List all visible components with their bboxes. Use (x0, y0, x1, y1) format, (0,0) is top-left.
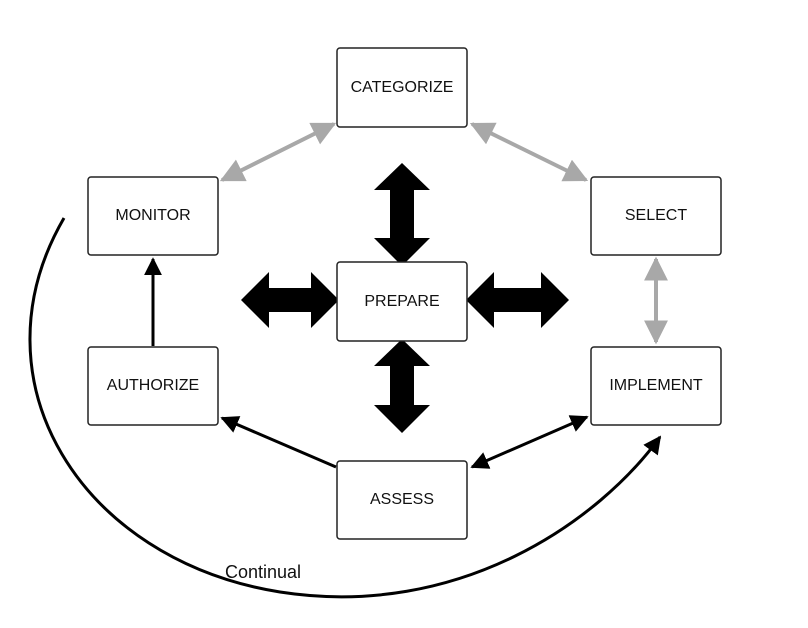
continual-label: Continual (225, 562, 301, 582)
node-implement: IMPLEMENT (590, 346, 722, 426)
node-prepare-label: PREPARE (364, 293, 439, 310)
node-categorize-label: CATEGORIZE (351, 79, 454, 96)
arrow-assess-implement (470, 415, 589, 469)
prepare-arrow-left-right-right (466, 272, 569, 328)
arrow-assess-authorize (220, 416, 337, 469)
node-categorize: CATEGORIZE (336, 47, 468, 128)
node-assess: ASSESS (336, 460, 468, 540)
continual-curve (28, 217, 662, 599)
node-monitor: MONITOR (87, 176, 219, 256)
arrow-monitor-categorize (219, 122, 337, 182)
node-authorize-label: AUTHORIZE (107, 377, 199, 394)
node-select-label: SELECT (625, 207, 687, 224)
prepare-arrow-up-down-bottom (374, 339, 430, 433)
prepare-arrow-left-right-left (241, 272, 339, 328)
node-authorize: AUTHORIZE (87, 346, 219, 426)
node-monitor-label: MONITOR (115, 207, 190, 224)
prepare-arrow-up-down-top (374, 163, 430, 266)
node-implement-label: IMPLEMENT (609, 377, 703, 394)
arrow-categorize-select (469, 122, 589, 182)
node-assess-label: ASSESS (370, 491, 434, 508)
node-prepare: PREPARE (336, 261, 468, 342)
node-select: SELECT (590, 176, 722, 256)
